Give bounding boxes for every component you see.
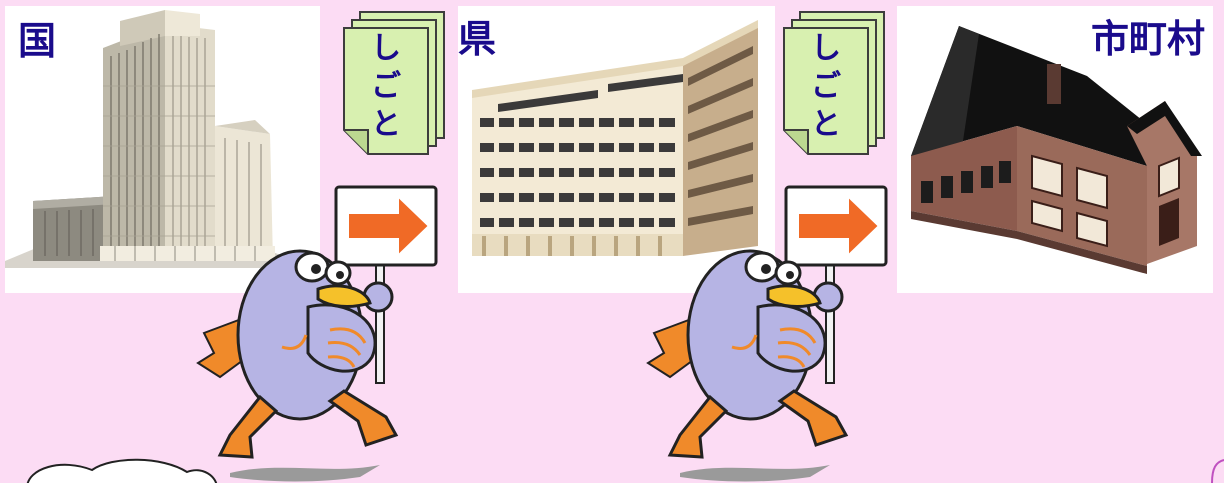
document-text-2: し ご と bbox=[780, 10, 872, 144]
municipal-hall-icon bbox=[911, 26, 1202, 274]
document-stack-2: し ご と bbox=[780, 10, 890, 158]
document-char: と bbox=[371, 107, 401, 142]
document-char: と bbox=[811, 107, 841, 142]
document-char: し bbox=[811, 31, 841, 66]
prefecture-building-icon bbox=[472, 20, 758, 256]
arrow-sign-icon bbox=[799, 198, 878, 254]
municipality-panel: 市町村 bbox=[897, 6, 1213, 293]
cloud-shape bbox=[26, 458, 218, 483]
mascot-bird-1 bbox=[190, 185, 450, 483]
prefecture-panel: 県 bbox=[458, 6, 775, 293]
document-char: ご bbox=[371, 69, 401, 104]
corner-shape bbox=[1211, 459, 1224, 483]
document-char: し bbox=[371, 31, 401, 66]
document-text-1: し ご と bbox=[340, 10, 432, 144]
mascot-bird-icon bbox=[646, 185, 888, 482]
mascot-bird-icon bbox=[196, 185, 438, 482]
document-stack-icon bbox=[343, 11, 445, 155]
national-label: 国 bbox=[18, 19, 57, 63]
prefecture-label: 県 bbox=[458, 17, 497, 61]
municipality-label: 市町村 bbox=[1090, 17, 1205, 61]
document-char: ご bbox=[811, 69, 841, 104]
mascot-bird-2 bbox=[640, 185, 900, 483]
document-stack-icon bbox=[783, 11, 885, 155]
document-stack-1: し ご と bbox=[340, 10, 450, 158]
arrow-sign-icon bbox=[349, 198, 428, 254]
national-panel: 国 bbox=[5, 6, 320, 293]
government-building-icon bbox=[5, 10, 305, 268]
